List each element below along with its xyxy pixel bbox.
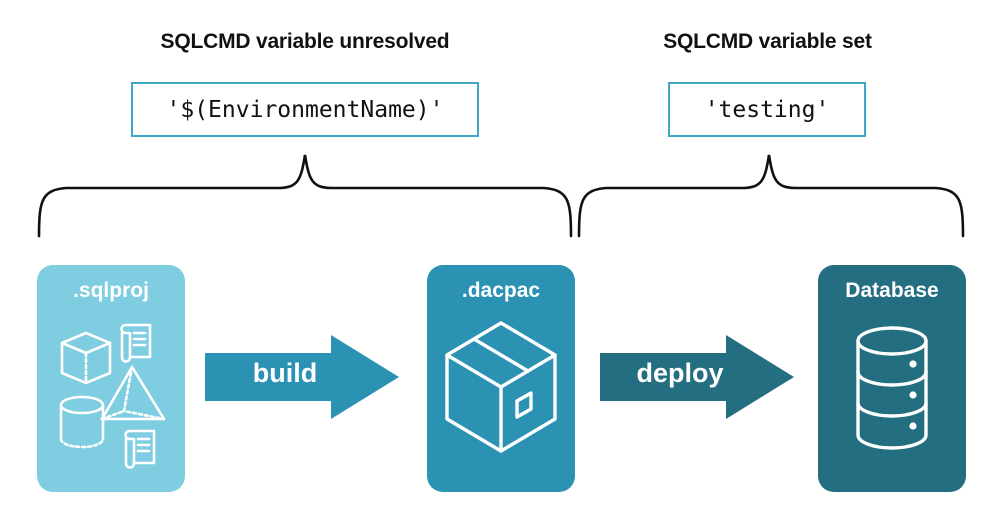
stage-label-dacpac: .dacpac [461, 279, 541, 302]
stage-box-sqlproj: .sqlproj [37, 265, 185, 492]
right-curly-brace [577, 154, 965, 238]
left-curly-brace [37, 154, 573, 238]
arrow-build: build [205, 333, 401, 421]
stage-label-database: Database [845, 279, 939, 302]
package-box-icon [445, 321, 557, 453]
database-icon-group [818, 315, 966, 485]
stage-box-dacpac: .dacpac [427, 265, 575, 492]
code-box-environment-name: '$(EnvironmentName)' [131, 82, 479, 137]
stage-box-database: Database [818, 265, 966, 492]
scroll-icon [120, 323, 152, 363]
arrow-build-shape [205, 335, 399, 419]
heading-sqlcmd-variable-unresolved: SQLCMD variable unresolved [160, 30, 450, 53]
dacpac-icon-group [427, 315, 575, 485]
cylinder-icon [59, 395, 105, 449]
sqlproj-icon-group [37, 315, 185, 485]
cube-icon [60, 331, 112, 385]
heading-sqlcmd-variable-set: SQLCMD variable set [663, 30, 872, 53]
arrow-deploy-shape [600, 335, 794, 419]
pyramid-icon [100, 365, 166, 421]
scroll-icon [124, 429, 156, 469]
stage-label-sqlproj: .sqlproj [73, 279, 149, 302]
arrow-deploy: deploy [600, 333, 796, 421]
code-box-testing: 'testing' [668, 82, 866, 137]
database-cylinder-icon [856, 326, 928, 450]
